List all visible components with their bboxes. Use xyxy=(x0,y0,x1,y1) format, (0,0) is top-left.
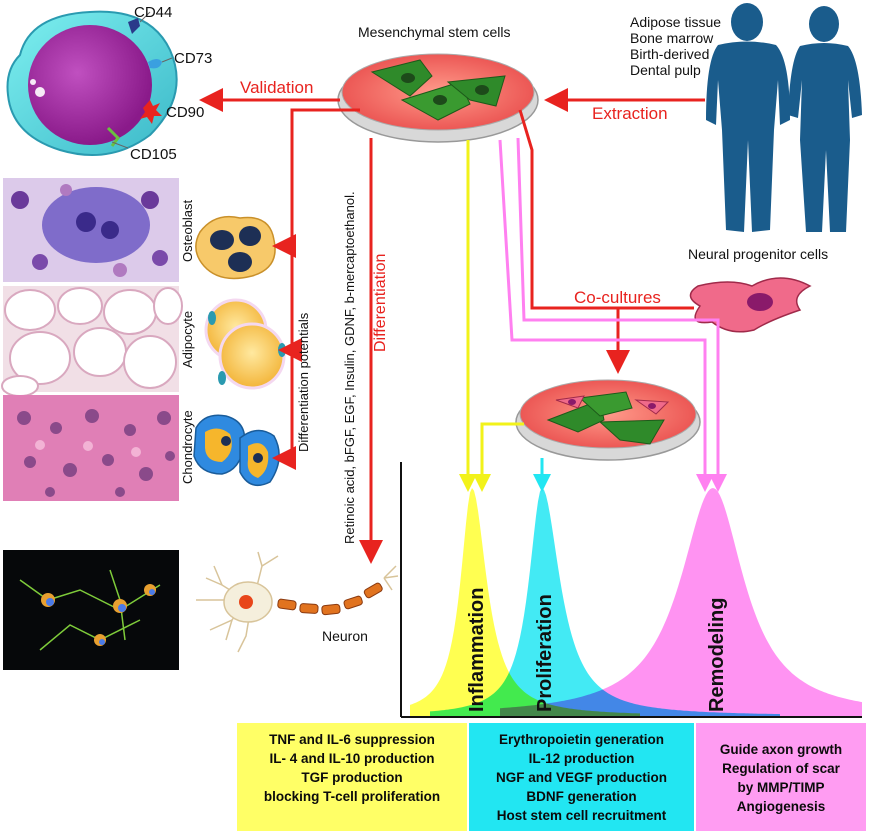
chondrocyte-micrograph xyxy=(3,395,179,501)
phase-curve-inflammation xyxy=(410,488,640,716)
extraction-label: Extraction xyxy=(592,104,668,123)
inflammation-item: blocking T-cell proliferation xyxy=(263,789,441,804)
osteoblast-micrograph xyxy=(3,178,179,282)
remodeling-box xyxy=(696,723,866,831)
msc-petri-dish xyxy=(337,53,539,143)
inflammation-item: TNF and IL-6 suppression xyxy=(269,732,435,747)
magenta-arrows xyxy=(498,137,727,492)
co-cultures-label: Co-cultures xyxy=(574,288,661,307)
source-dental-pulp: Dental pulp xyxy=(630,62,701,79)
proliferation-box-text: Erythropoietin generation IL-12 producti… xyxy=(469,726,694,825)
validation-label: Validation xyxy=(240,78,314,97)
msc-marker-cell xyxy=(6,10,178,156)
source-adipose: Adipose tissue xyxy=(630,14,722,30)
tissue-sources: Adipose tissue Bone marrow Birth-derived… xyxy=(630,14,721,78)
phase-curve-remodeling xyxy=(500,488,862,716)
proliferation-item: BDNF generation xyxy=(526,789,637,804)
remodeling-item: Guide axon growth xyxy=(719,742,843,757)
healing-phase-curves xyxy=(410,488,862,716)
human-silhouettes xyxy=(706,3,862,232)
remodeling-box-text: Guide axon growth Regulation of scar by … xyxy=(696,736,866,816)
msc-title: Mesenchymal stem cells xyxy=(358,24,511,40)
adipocyte-micrograph xyxy=(1,286,183,397)
adipocyte-label: Adipocyte xyxy=(180,310,195,368)
inflammation-item: IL- 4 and IL-10 production xyxy=(269,751,435,766)
remodeling-item: Angiogenesis xyxy=(736,799,826,814)
red-arrows xyxy=(199,88,705,564)
chondrocyte-label: Chondrocyte xyxy=(180,410,195,484)
inflammation-box xyxy=(237,723,467,831)
osteoblast-label: Osteoblast xyxy=(180,199,195,262)
osteoblast-illustration xyxy=(195,215,276,280)
neural-progenitor-illustration xyxy=(689,277,812,333)
inflammation-box-text: TNF and IL-6 suppression IL- 4 and IL-10… xyxy=(237,726,467,806)
factors-label: Retinoic acid, bFGF, EGF, Insulin, GDNF,… xyxy=(342,191,357,544)
co-culture-petri-dish xyxy=(515,379,701,461)
proliferation-item: NGF and VEGF production xyxy=(496,770,667,785)
source-birth-derived: Birth-derived xyxy=(630,46,710,63)
cd44-label: CD44 xyxy=(134,4,173,21)
adipocyte-illustration xyxy=(204,298,286,390)
cd90-label: CD90 xyxy=(166,104,205,121)
phase-curve-proliferation xyxy=(430,488,780,716)
source-bone-marrow: Bone marrow xyxy=(630,30,714,47)
chondrocyte-illustration xyxy=(193,414,280,487)
neuron-label: Neuron xyxy=(322,628,368,644)
proliferation-item: IL-12 production xyxy=(528,751,635,766)
cd105-label: CD105 xyxy=(130,146,177,163)
inflammation-item: TGF production xyxy=(301,770,403,785)
remodeling-item: Regulation of scar xyxy=(722,761,840,776)
differentiation-label: Differentiation xyxy=(372,253,389,352)
proliferation-item: Host stem cell recruitment xyxy=(496,808,667,823)
remodeling-item: by MMP/TIMP xyxy=(737,780,825,795)
yellow-arrows xyxy=(459,140,524,492)
phase-label-inflammation: Inflammation xyxy=(466,587,488,712)
differentiation-potentials-label: Differentiation potentials xyxy=(296,312,311,452)
proliferation-item: Erythropoietin generation xyxy=(498,732,664,747)
co-culture-arrow xyxy=(518,109,694,310)
phase-label-remodeling: Remodeling xyxy=(706,597,728,712)
neuron-illustration xyxy=(196,551,399,653)
proliferation-box xyxy=(469,723,694,831)
neuron-fluorescence-image xyxy=(3,550,179,670)
neural-progenitor-label: Neural progenitor cells xyxy=(688,246,829,262)
phase-label-proliferation: Proliferation xyxy=(534,594,556,712)
cd73-label: CD73 xyxy=(174,50,213,67)
